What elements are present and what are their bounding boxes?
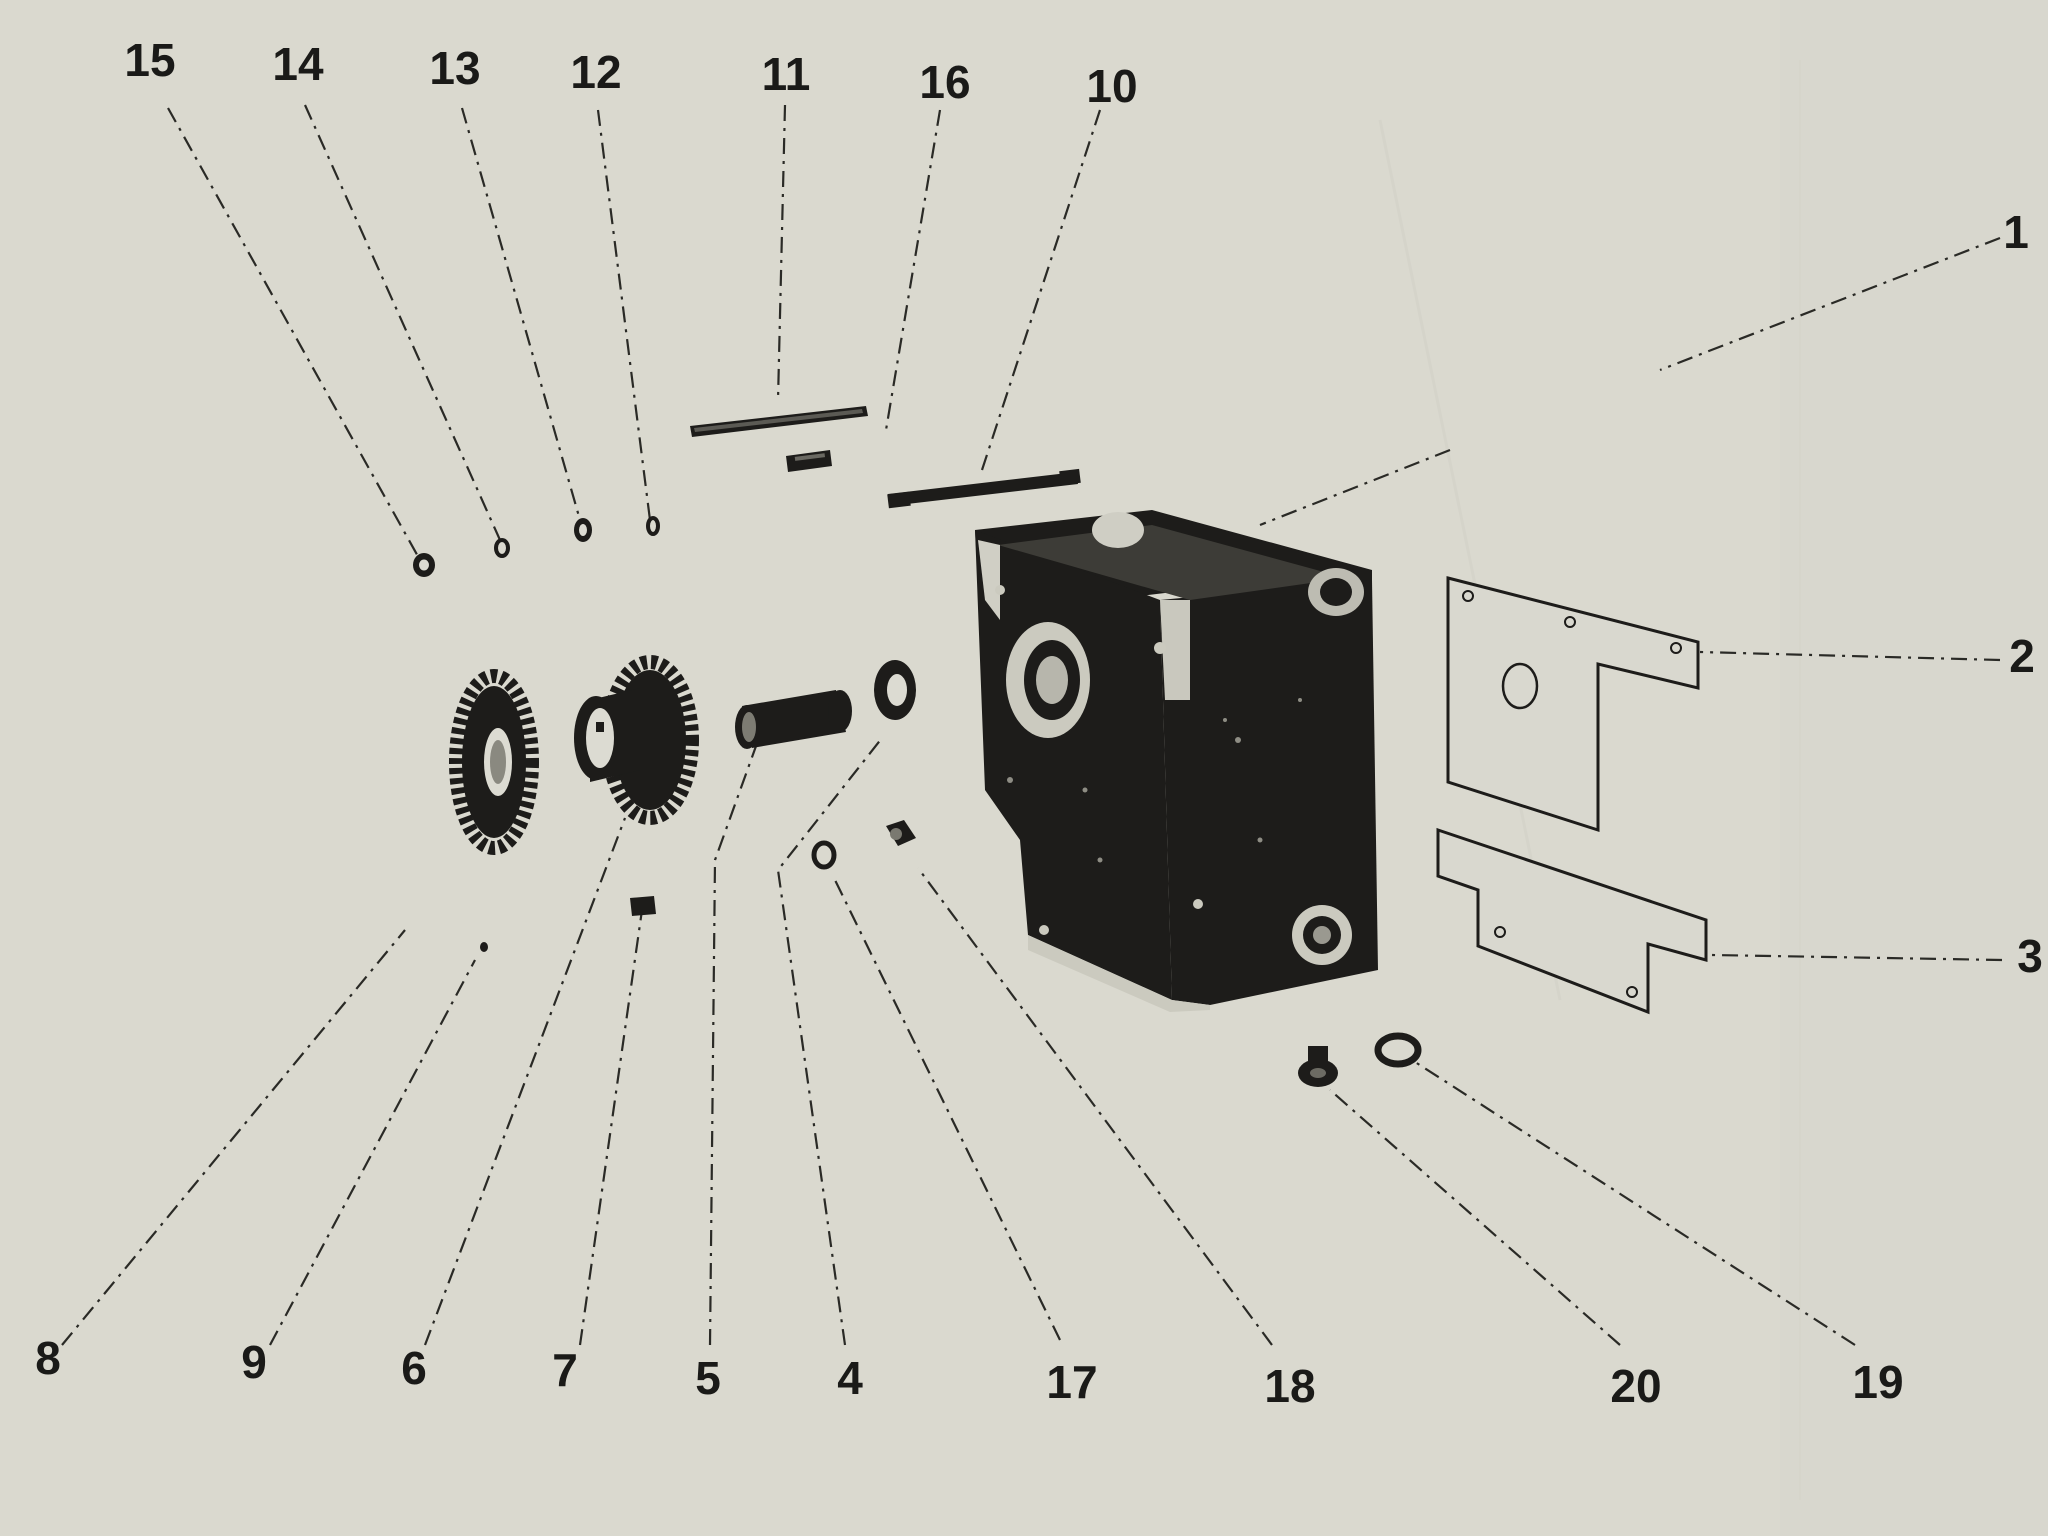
leader-17 <box>834 879 1061 1341</box>
callout-8: 8 <box>35 1332 61 1384</box>
leader-15 <box>167 107 421 561</box>
leader-3 <box>1711 953 2003 962</box>
leader-12 <box>596 109 652 521</box>
part-5-sleeve <box>735 690 852 749</box>
part-17-washer <box>811 840 837 870</box>
callout-9: 9 <box>241 1336 267 1388</box>
callout-14: 14 <box>272 38 324 90</box>
callout-16: 16 <box>919 56 970 108</box>
callout-15: 15 <box>124 34 175 86</box>
part-13-nut <box>574 518 592 542</box>
part-18-plug <box>886 820 916 846</box>
part-15-nut <box>413 553 435 577</box>
part-9-pin <box>480 942 488 952</box>
callout-19: 19 <box>1852 1356 1903 1408</box>
callout-2: 2 <box>2009 630 2035 682</box>
leader-9 <box>269 959 476 1346</box>
callout-4: 4 <box>837 1352 863 1404</box>
leader-11 <box>776 104 787 401</box>
callout-6: 6 <box>401 1342 427 1394</box>
leader-19 <box>1411 1059 1856 1346</box>
part-20-plug <box>1298 1046 1338 1087</box>
callout-labels: 15 14 13 12 11 16 10 1 2 3 8 9 6 7 5 4 1… <box>35 34 2043 1412</box>
callout-5: 5 <box>695 1352 721 1404</box>
part-14-washer <box>494 538 510 558</box>
part-7-key <box>630 896 656 916</box>
leader-20 <box>1329 1089 1621 1346</box>
callout-7: 7 <box>552 1344 578 1396</box>
callout-18: 18 <box>1264 1360 1315 1412</box>
callout-11: 11 <box>762 48 811 100</box>
callout-10: 10 <box>1086 60 1137 112</box>
leader-5 <box>708 734 762 1346</box>
part-2-gasket-plate <box>1446 576 1700 833</box>
callout-17: 17 <box>1046 1356 1097 1408</box>
callout-20: 20 <box>1610 1360 1661 1412</box>
part-10-spindle <box>887 468 1081 509</box>
leader-1 <box>1259 236 2001 527</box>
part-4-washer <box>874 660 916 720</box>
leader-13 <box>460 107 582 521</box>
leader-8 <box>61 929 406 1346</box>
callout-13: 13 <box>429 42 480 94</box>
part-11-shaft <box>690 406 868 437</box>
part-12-washer <box>646 516 660 536</box>
leader-18 <box>917 867 1273 1346</box>
leader-lines <box>61 104 2003 1346</box>
part-7-gear-with-hub <box>574 655 699 825</box>
callout-3: 3 <box>2017 930 2043 982</box>
callout-1: 1 <box>2003 206 2029 258</box>
part-19-washer <box>1374 1032 1422 1068</box>
leader-16 <box>884 109 942 431</box>
part-16-key <box>786 450 832 472</box>
leader-7 <box>578 909 644 1346</box>
part-3-gasket-plate <box>1436 827 1708 1015</box>
leader-14 <box>303 104 502 541</box>
leader-10 <box>980 109 1102 471</box>
part-6-gear <box>449 669 539 855</box>
leader-6 <box>423 817 627 1346</box>
part-1-gearbox-housing <box>975 510 1378 1012</box>
callout-12: 12 <box>570 46 621 98</box>
